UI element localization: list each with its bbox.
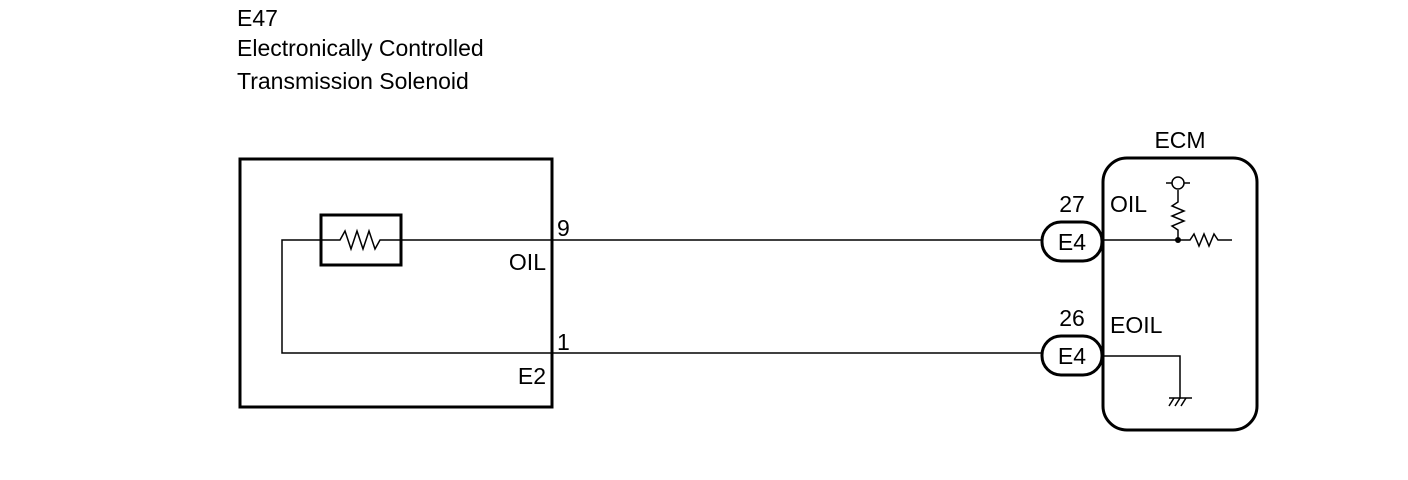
- connector-label-e4-oil: E4: [1058, 229, 1086, 255]
- terminal-pin-26: 26: [1059, 305, 1085, 331]
- component-name-line2: Transmission Solenoid: [237, 68, 469, 94]
- resistor-zigzag-icon: [1178, 232, 1232, 248]
- resistor-zigzag-icon: [321, 228, 401, 252]
- ecm-label: ECM: [1154, 127, 1205, 153]
- component-name-line1: Electronically Controlled: [237, 35, 484, 61]
- connector-e4-oil: [1040, 220, 1104, 263]
- component-id: E47: [237, 5, 278, 31]
- internal-return-wire: [281, 239, 552, 354]
- pin-name-e2: E2: [518, 363, 546, 389]
- ecm-oil-circuit: [1102, 176, 1232, 248]
- pin-number-1: 1: [557, 329, 570, 355]
- connector-label-e4-eoil: E4: [1058, 343, 1086, 369]
- ecm-box: [1101, 156, 1259, 432]
- solenoid-box: [238, 157, 554, 409]
- pin-number-9: 9: [557, 215, 570, 241]
- ecm-eoil-ground: [1102, 355, 1192, 407]
- terminal-name-eoil: EOIL: [1110, 312, 1163, 338]
- power-supply-icon: [1171, 176, 1185, 190]
- ground-icon: [1168, 397, 1175, 407]
- terminal-name-oil: OIL: [1110, 191, 1147, 217]
- pin-name-oil: OIL: [509, 249, 546, 275]
- terminal-pin-27: 27: [1059, 191, 1085, 217]
